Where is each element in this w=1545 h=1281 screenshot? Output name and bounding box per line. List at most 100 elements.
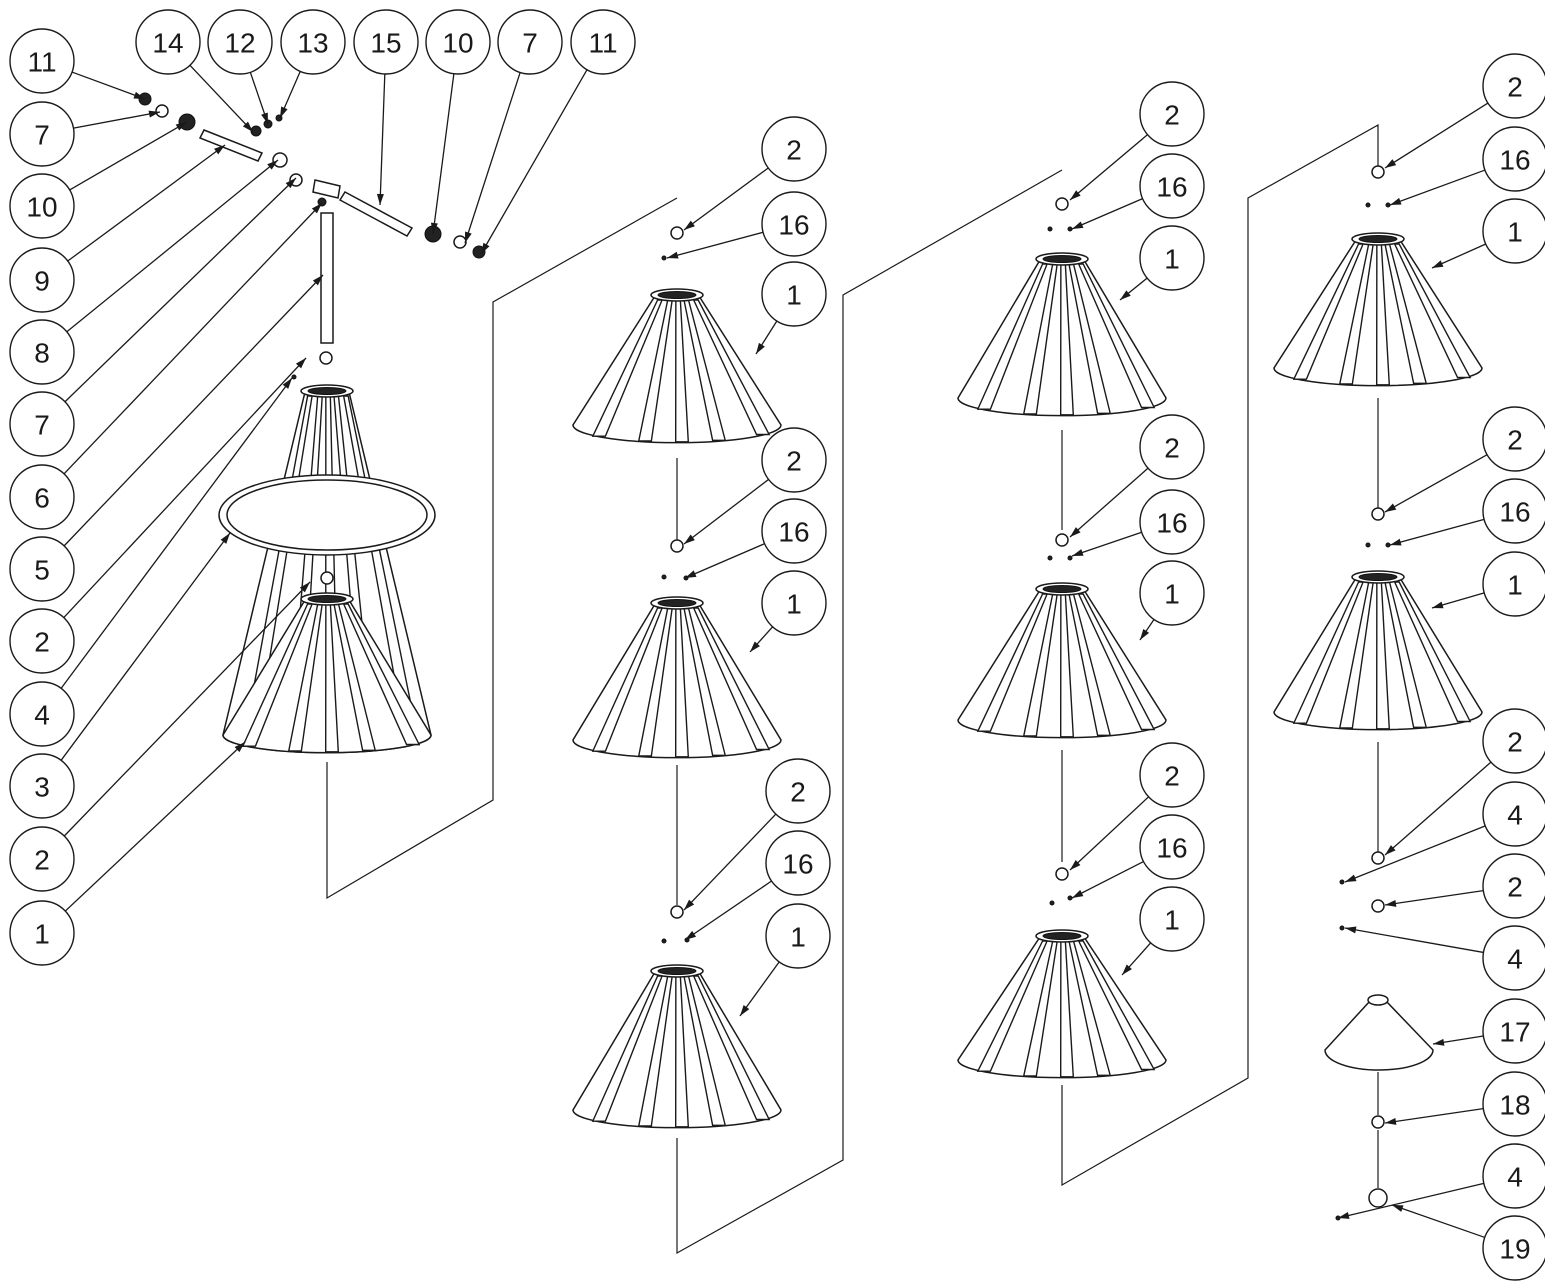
balloon-circle <box>9 28 75 94</box>
balloon-circle <box>1139 414 1205 480</box>
deflector-cone-6 <box>957 252 1167 417</box>
balloon-callout: 16 <box>1139 814 1205 880</box>
balloon-callout: 1 <box>1139 225 1205 291</box>
balloon-callout: 4 <box>9 681 75 747</box>
balloon-label: 4 <box>1507 1162 1523 1193</box>
balloon-label: 2 <box>786 135 802 166</box>
balloon-callout: 16 <box>1482 478 1545 544</box>
balloon-circle <box>1139 742 1205 808</box>
balloon-circle <box>207 9 273 75</box>
balloon-label: 1 <box>786 589 802 620</box>
balloon-callout: 2 <box>1482 708 1545 774</box>
leader-arrowhead <box>1345 874 1357 882</box>
balloon-label: 18 <box>1499 1090 1530 1121</box>
nut-2-l <box>1371 899 1385 913</box>
deflector-cone-5 <box>572 964 782 1129</box>
leader-arrowhead <box>1122 964 1132 975</box>
balloon-circle <box>1482 853 1545 919</box>
cone-rib <box>692 299 771 436</box>
deflector-cone-3 <box>572 288 782 444</box>
leader-column_4-7 <box>1384 761 1492 856</box>
leader-left_column-6 <box>64 177 297 403</box>
deflector-cone-4 <box>572 596 782 759</box>
balloon-circle <box>9 101 75 167</box>
nut-2-c <box>670 226 684 240</box>
cone-hub-holes <box>657 291 697 299</box>
leader-column_4-13 <box>1337 1182 1485 1219</box>
balloon-circle <box>1482 551 1545 617</box>
balloon-circle <box>1139 225 1205 291</box>
balloon-circle <box>9 681 75 747</box>
small-part-24 <box>1385 542 1391 548</box>
balloon-label: 11 <box>588 28 617 59</box>
leader-arrowhead <box>267 160 278 170</box>
leader-arrowhead <box>214 145 225 155</box>
balloon-label: 16 <box>778 210 809 241</box>
leader-column_3-1 <box>1069 134 1148 201</box>
leader-arrowhead <box>175 122 187 131</box>
nut-2-k <box>1371 851 1385 865</box>
balloon-circle <box>9 753 75 819</box>
balloon-circle <box>1482 998 1545 1064</box>
balloon-callout: 17 <box>1482 998 1545 1064</box>
leader-column_4-1 <box>1384 102 1489 169</box>
balloon-label: 2 <box>1507 872 1523 903</box>
fitting-19 <box>1368 1188 1388 1208</box>
balloon-label: 1 <box>1507 217 1523 248</box>
leader-column_2-1 <box>683 167 769 231</box>
balloon-circle <box>1139 560 1205 626</box>
cone-rib <box>1077 263 1156 409</box>
balloon-label: 2 <box>1164 100 1180 131</box>
flow-line-1 <box>326 197 678 900</box>
balloon-circle <box>761 116 827 182</box>
nut-2-i <box>1371 165 1385 179</box>
balloon-circle <box>1482 1143 1545 1209</box>
balloon-label: 2 <box>34 845 50 876</box>
cone-hub-holes <box>657 967 697 975</box>
cone-hub-holes <box>307 387 347 395</box>
leader-arrowhead <box>1433 1038 1445 1046</box>
balloon-label: 2 <box>1507 727 1523 758</box>
balloon-circle <box>1482 781 1545 847</box>
small-part-8 <box>317 197 327 207</box>
balloon-circle <box>9 173 75 239</box>
balloon-circle <box>1139 489 1205 555</box>
deflector-cone-2 <box>222 592 432 754</box>
balloon-label: 4 <box>34 700 50 731</box>
balloon-label: 9 <box>34 266 50 297</box>
balloon-callout: 6 <box>9 464 75 530</box>
leader-arrowhead <box>1338 1212 1350 1219</box>
balloon-callout: 16 <box>1482 126 1545 192</box>
balloon-circle <box>570 9 636 75</box>
leader-arrowhead <box>481 242 490 254</box>
cone-rib <box>342 603 421 746</box>
leader-arrowhead <box>685 930 697 940</box>
balloon-label: 1 <box>1164 244 1180 275</box>
balloon-callout: 1 <box>9 900 75 966</box>
leader-column_3-2 <box>1071 198 1143 230</box>
balloon-callout: 9 <box>9 247 75 313</box>
leader-arrowhead <box>1392 1205 1404 1212</box>
leader-column_4-8 <box>1344 825 1486 883</box>
balloon-circle <box>425 9 491 75</box>
leader-arrowhead <box>220 533 230 544</box>
leader-lines <box>60 64 1492 1239</box>
nut-2-b <box>320 571 334 585</box>
balloon-circle <box>9 536 75 602</box>
cone-hub-holes <box>307 595 347 603</box>
leader-left_column-13 <box>64 741 246 912</box>
balloon-callout: 2 <box>1139 81 1205 147</box>
leader-arrowhead <box>1390 197 1402 205</box>
balloon-circle <box>1482 1071 1545 1137</box>
balloon-circle <box>765 758 831 824</box>
leader-arrowhead <box>1070 859 1081 870</box>
balloon-label: 13 <box>297 28 328 59</box>
balloon-callout: 2 <box>765 758 831 824</box>
cone-hub-holes <box>657 599 697 607</box>
small-part-11 <box>661 574 667 580</box>
deflector-cone-8 <box>957 929 1167 1079</box>
small-part-19 <box>1049 900 1055 906</box>
leader-arrowhead <box>1432 260 1444 268</box>
small-part-10 <box>661 255 667 261</box>
balloon-label: 1 <box>790 922 806 953</box>
